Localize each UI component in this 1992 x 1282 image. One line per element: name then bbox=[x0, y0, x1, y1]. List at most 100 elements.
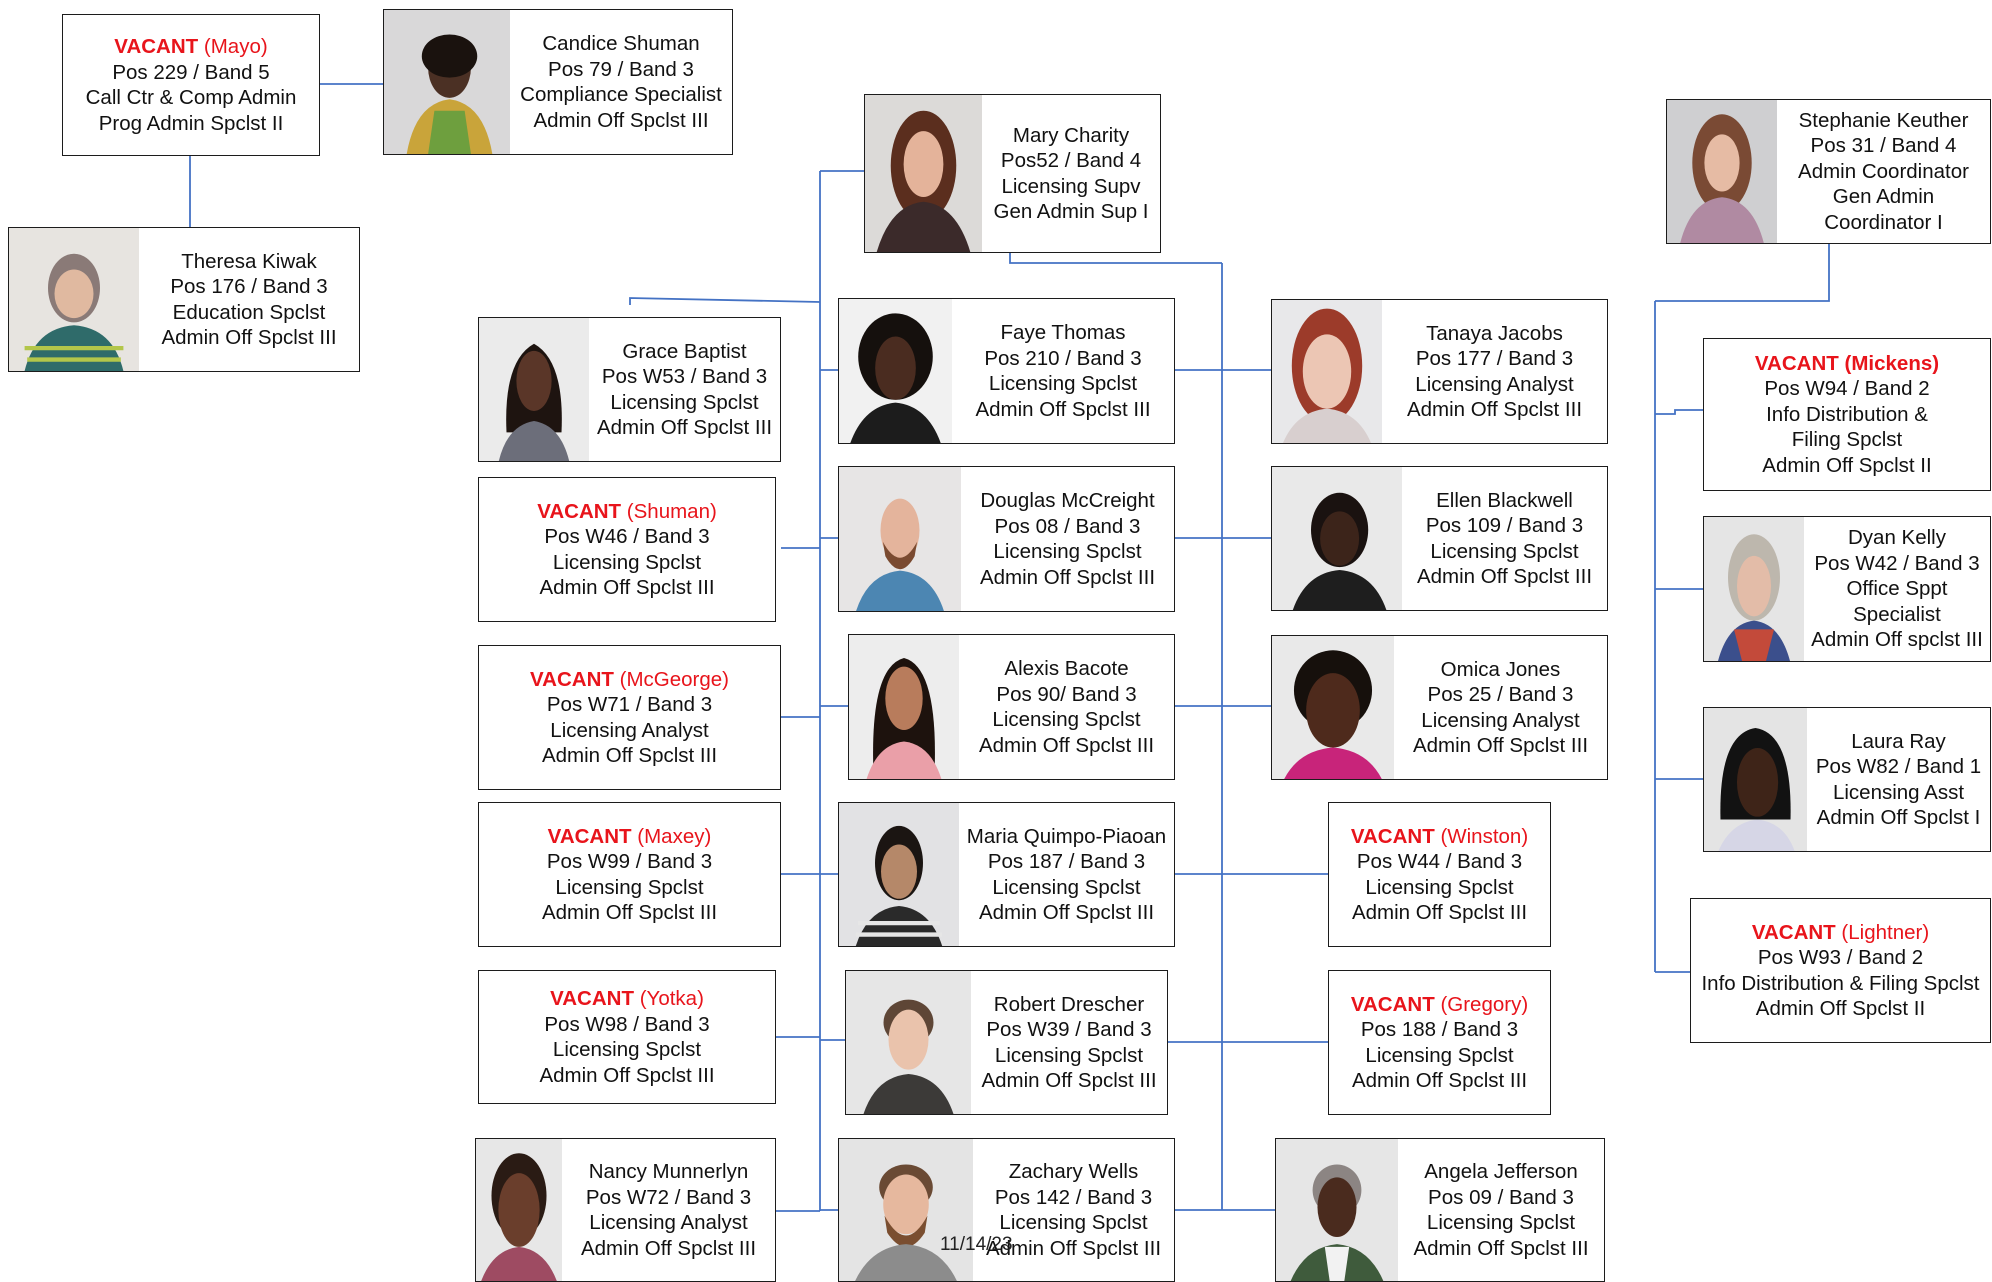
org-box-vacant-shuman: VACANT (Shuman) Pos W46 / Band 3 Licensi… bbox=[478, 477, 776, 622]
classification-line: Admin Off Spclst III bbox=[979, 565, 1156, 589]
name-line: Ellen Blackwell bbox=[1436, 488, 1573, 512]
box-text: Laura Ray Pos W82 / Band 1 Licensing Ass… bbox=[1807, 729, 1990, 831]
box-text: Stephanie Keuther Pos 31 / Band 4 Admin … bbox=[1777, 108, 1990, 236]
classification-line: Admin Off Spclst III bbox=[981, 1069, 1157, 1092]
org-box-zachary-wells: Zachary Wells Pos 142 / Band 3 Licensing… bbox=[838, 1138, 1175, 1282]
staff-photo bbox=[1704, 708, 1807, 851]
org-box-mary-charity: Mary Charity Pos52 / Band 4 Licensing Su… bbox=[864, 94, 1161, 253]
title-line: Licensing Spclst bbox=[552, 550, 702, 574]
title-line: Licensing Spclst bbox=[1426, 1211, 1576, 1234]
name-line: Angela Jefferson bbox=[1424, 1160, 1578, 1183]
box-text: VACANT (McGeorge) Pos W71 / Band 3 Licen… bbox=[479, 667, 780, 769]
org-box-omica-jones: Omica Jones Pos 25 / Band 3 Licensing An… bbox=[1271, 635, 1608, 780]
position-line: Pos W44 / Band 3 bbox=[1356, 850, 1523, 873]
vacant-label: VACANT bbox=[1751, 920, 1836, 944]
vacant-former-holder: (Mayo) bbox=[203, 35, 268, 58]
title-line: Licensing Spclst bbox=[1365, 875, 1514, 899]
org-box-vacant-mickens: VACANT (Mickens) Pos W94 / Band 2 Info D… bbox=[1703, 338, 1991, 491]
position-line: Pos W99 / Band 3 bbox=[546, 850, 713, 873]
org-box-grace-baptist: Grace Baptist Pos W53 / Band 3 Licensing… bbox=[478, 317, 781, 462]
position-line: Pos W82 / Band 1 bbox=[1815, 755, 1982, 778]
box-text: Douglas McCreight Pos 08 / Band 3 Licens… bbox=[961, 488, 1174, 590]
box-text: Grace Baptist Pos W53 / Band 3 Licensing… bbox=[589, 339, 780, 441]
staff-photo bbox=[384, 10, 510, 154]
box-text: Alexis Bacote Pos 90/ Band 3 Licensing S… bbox=[959, 656, 1174, 758]
title-line: Call Ctr & Comp Admin bbox=[85, 86, 297, 109]
org-box-vacant-lightner: VACANT (Lightner) Pos W93 / Band 2 Info … bbox=[1690, 898, 1991, 1043]
org-box-vacant-yotka: VACANT (Yotka) Pos W98 / Band 3 Licensin… bbox=[478, 970, 776, 1104]
box-text: Angela Jefferson Pos 09 / Band 3 Licensi… bbox=[1398, 1159, 1604, 1261]
title-line-2: Filing Spclst bbox=[1791, 428, 1903, 452]
classification-line: Admin Off Spclst II bbox=[1762, 453, 1932, 477]
title-line: Licensing Asst bbox=[1832, 780, 1965, 804]
vacant-label: VACANT bbox=[1754, 351, 1839, 375]
staff-photo bbox=[839, 1139, 973, 1281]
title-line: Licensing Spclst bbox=[552, 1038, 702, 1061]
org-box-laura-ray: Laura Ray Pos W82 / Band 1 Licensing Ass… bbox=[1703, 707, 1991, 852]
vacant-label: VACANT bbox=[1350, 824, 1435, 848]
title-line: Licensing Analyst bbox=[550, 718, 709, 742]
name-line: Laura Ray bbox=[1851, 729, 1946, 753]
position-line: Pos W93 / Band 2 bbox=[1757, 946, 1924, 969]
vacant-former-holder: (McGeorge) bbox=[619, 667, 729, 691]
staff-photo bbox=[9, 228, 139, 371]
position-line: Pos 109 / Band 3 bbox=[1425, 514, 1584, 537]
title-line: Info Distribution & Filing Spclst bbox=[1701, 971, 1980, 995]
name-line: Mary Charity bbox=[1012, 123, 1130, 147]
staff-photo bbox=[1704, 517, 1804, 661]
box-text: Mary Charity Pos52 / Band 4 Licensing Su… bbox=[982, 123, 1160, 225]
title-line: Licensing Spclst bbox=[1365, 1043, 1514, 1067]
org-box-vacant-gregory: VACANT (Gregory) Pos 188 / Band 3 Licens… bbox=[1328, 970, 1551, 1115]
staff-photo bbox=[479, 318, 589, 461]
staff-photo bbox=[1272, 636, 1394, 779]
position-line: Pos 176 / Band 3 bbox=[170, 275, 328, 298]
name-line: Faye Thomas bbox=[1000, 321, 1126, 344]
box-text: Nancy Munnerlyn Pos W72 / Band 3 Licensi… bbox=[562, 1159, 775, 1261]
org-box-vacant-mcgeorge: VACANT (McGeorge) Pos W71 / Band 3 Licen… bbox=[478, 645, 781, 790]
name-line: Stephanie Keuther bbox=[1798, 108, 1969, 132]
name-line: Maria Quimpo-Piaoan bbox=[966, 824, 1167, 848]
title-line: Education Spclst bbox=[172, 300, 326, 324]
position-line: Pos W42 / Band 3 bbox=[1814, 551, 1980, 575]
classification-line: Admin Off Spclst III bbox=[533, 108, 709, 132]
org-box-robert-drescher: Robert Drescher Pos W39 / Band 3 Licensi… bbox=[845, 970, 1168, 1115]
classification-line: Admin Off Spclst III bbox=[985, 1236, 1162, 1260]
org-box-alexis-bacote: Alexis Bacote Pos 90/ Band 3 Licensing S… bbox=[848, 634, 1175, 780]
vacant-former-holder: (Gregory) bbox=[1440, 992, 1529, 1016]
vacant-label: VACANT bbox=[547, 824, 632, 848]
box-text: Faye Thomas Pos 210 / Band 3 Licensing S… bbox=[952, 320, 1174, 422]
position-line: Pos52 / Band 4 bbox=[1000, 149, 1142, 172]
box-text: Dyan Kelly Pos W42 / Band 3 Office Sppt … bbox=[1804, 525, 1990, 653]
vacant-former-holder: (Lightner) bbox=[1841, 920, 1930, 944]
title-line: Licensing Spclst bbox=[992, 875, 1141, 899]
vacant-former-holder: (Maxey) bbox=[637, 824, 712, 848]
classification-line: Admin Off Spclst III bbox=[1351, 901, 1528, 924]
classification-line: Admin Off Spclst III bbox=[541, 901, 718, 924]
staff-photo bbox=[846, 971, 971, 1114]
vacant-former-holder: (Yotka) bbox=[639, 987, 704, 1010]
org-box-maria-quimpo-piaoan: Maria Quimpo-Piaoan Pos 187 / Band 3 Lic… bbox=[838, 802, 1175, 947]
name-line: Dyan Kelly bbox=[1848, 526, 1946, 550]
position-line: Pos 90/ Band 3 bbox=[996, 682, 1137, 706]
box-text: Tanaya Jacobs Pos 177 / Band 3 Licensing… bbox=[1382, 321, 1607, 423]
classification-line: Admin Off Spclst III bbox=[1351, 1069, 1528, 1092]
title-line: Licensing Spclst bbox=[993, 540, 1142, 563]
title-line: Licensing Spclst bbox=[999, 1211, 1148, 1234]
org-box-douglas-mccreight: Douglas McCreight Pos 08 / Band 3 Licens… bbox=[838, 466, 1175, 612]
position-line: Pos W98 / Band 3 bbox=[544, 1012, 710, 1036]
staff-photo bbox=[839, 467, 961, 611]
classification-line: Admin Off Spclst III bbox=[1412, 734, 1589, 757]
position-line: Pos 210 / Band 3 bbox=[984, 346, 1142, 370]
position-line: Pos 177 / Band 3 bbox=[1415, 347, 1574, 370]
position-line: Pos 09 / Band 3 bbox=[1428, 1185, 1574, 1209]
box-text: VACANT (Lightner) Pos W93 / Band 2 Info … bbox=[1691, 920, 1990, 1022]
org-box-nancy-munnerlyn: Nancy Munnerlyn Pos W72 / Band 3 Licensi… bbox=[475, 1138, 776, 1282]
box-text: Zachary Wells Pos 142 / Band 3 Licensing… bbox=[973, 1159, 1174, 1261]
classification-line: Admin Off Spclst III bbox=[161, 326, 337, 349]
vacant-label: VACANT bbox=[114, 35, 199, 58]
title-line: Licensing Supv bbox=[1001, 174, 1141, 198]
classification-line: Admin Off Spclst II bbox=[1755, 997, 1926, 1020]
org-box-dyan-kelly: Dyan Kelly Pos W42 / Band 3 Office Sppt … bbox=[1703, 516, 1991, 662]
box-text: Candice Shuman Pos 79 / Band 3 Complianc… bbox=[510, 31, 732, 133]
vacant-former-holder: (Shuman) bbox=[626, 499, 717, 523]
